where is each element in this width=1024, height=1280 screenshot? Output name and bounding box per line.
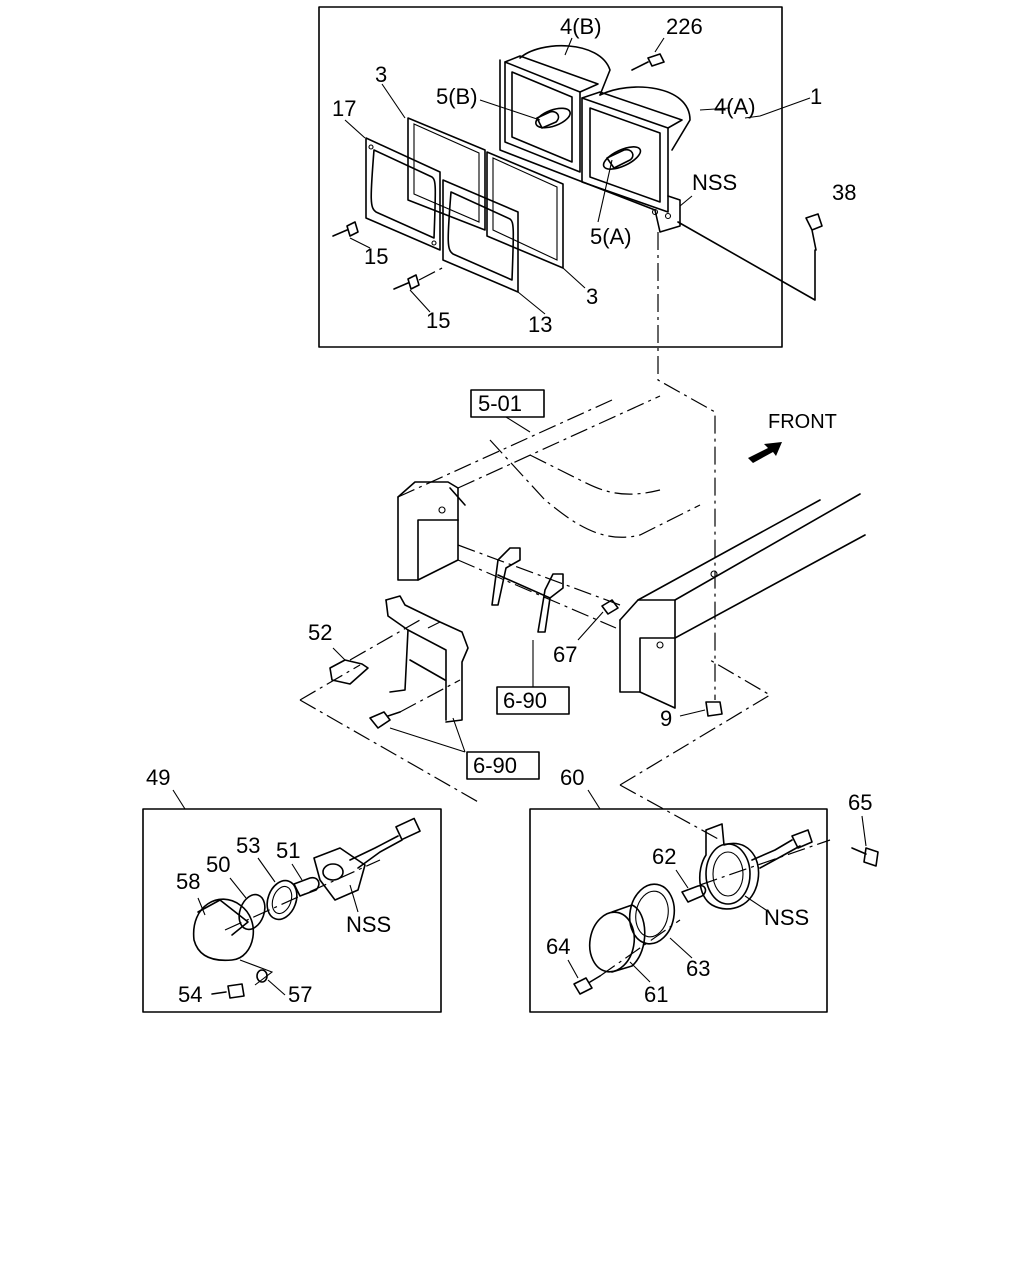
ref-box-6-90-b [466, 751, 540, 780]
label-15-lower: 15 [426, 308, 450, 333]
label-57: 57 [288, 982, 312, 1007]
assembly-frame [318, 6, 783, 348]
label-60: 60 [560, 765, 584, 790]
screw-15-b [393, 274, 420, 290]
rear-combination-lamp-assembly [318, 6, 823, 348]
label-5b: 5(B) [436, 84, 478, 109]
label-15-upper: 15 [364, 244, 388, 269]
chassis-frame [397, 395, 866, 709]
label-nss-right: NSS [764, 905, 809, 930]
label-52: 52 [308, 620, 332, 645]
lamp-housing-4b [504, 44, 611, 173]
label-51: 51 [276, 838, 300, 863]
label-67: 67 [553, 642, 577, 667]
detail-frame-60 [529, 808, 828, 1013]
detail-frame-49 [142, 808, 442, 1013]
label-62: 62 [652, 844, 676, 869]
label-50: 50 [206, 852, 230, 877]
nut-67 [601, 599, 619, 615]
label-1: 1 [810, 84, 822, 109]
lamp-housing-4a [581, 86, 691, 213]
label-49: 49 [146, 765, 170, 790]
nut-9 [705, 701, 723, 717]
label-nss-top: NSS [692, 170, 737, 195]
label-4a: 4(A) [714, 94, 756, 119]
label-63: 63 [686, 956, 710, 981]
label-53: 53 [236, 833, 260, 858]
front-arrow-icon [748, 442, 782, 463]
label-226: 226 [666, 14, 703, 39]
label-13: 13 [528, 312, 552, 337]
gasket-3-upper [407, 117, 486, 231]
ref-6-90-b: 6-90 [473, 753, 517, 778]
lens-17 [365, 137, 441, 251]
bolt-38 [805, 213, 823, 251]
label-65: 65 [848, 790, 872, 815]
label-17: 17 [332, 96, 356, 121]
label-3-lower: 3 [586, 284, 598, 309]
ref-6-90-a: 6-90 [503, 688, 547, 713]
label-nss-left: NSS [346, 912, 391, 937]
bracket-bolt [369, 711, 401, 729]
bulb-5b [536, 110, 560, 129]
label-9: 9 [660, 706, 672, 731]
label-54: 54 [178, 982, 202, 1007]
label-3-upper: 3 [375, 62, 387, 87]
screw-226 [631, 53, 665, 71]
screw-15-a [332, 221, 359, 237]
label-4b: 4(B) [560, 14, 602, 39]
label-64: 64 [546, 934, 570, 959]
label-61: 61 [644, 982, 668, 1007]
ref-5-01: 5-01 [478, 391, 522, 416]
side-lamp-60-detail [529, 808, 879, 1013]
label-38: 38 [832, 180, 856, 205]
label-5a: 5(A) [590, 224, 632, 249]
bulb-5a [606, 148, 634, 169]
side-lamp-49-detail [142, 808, 442, 1013]
lamp-brackets [385, 547, 564, 723]
mounting-plate [499, 59, 681, 233]
ref-box-5-01 [470, 389, 545, 418]
label-58: 58 [176, 869, 200, 894]
front-label: FRONT [768, 411, 837, 433]
